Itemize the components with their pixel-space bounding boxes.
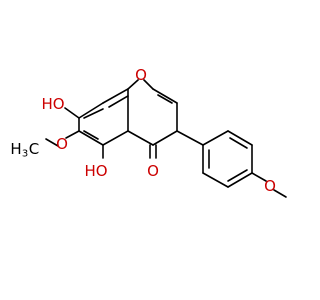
bond bbox=[202, 172, 229, 188]
atom-label-carbonyl-oxygen: O bbox=[147, 162, 159, 180]
bond bbox=[227, 130, 253, 146]
oh-top-text: HO bbox=[41, 95, 64, 113]
bond bbox=[64, 107, 80, 119]
bond bbox=[273, 189, 287, 198]
bond bbox=[143, 79, 154, 90]
atom-label-oh-bottom: HO bbox=[84, 162, 107, 180]
atom-label-methoxy-left-o: O bbox=[56, 135, 68, 153]
bond bbox=[102, 130, 129, 146]
bond bbox=[157, 94, 173, 104]
bond bbox=[152, 130, 178, 146]
bonds bbox=[45, 79, 287, 198]
atom-label-methoxy-left-h: H bbox=[10, 140, 21, 158]
bond bbox=[102, 88, 129, 104]
atom-labels: HO O H 3 C O HO O O bbox=[10, 66, 276, 195]
bond bbox=[176, 130, 204, 146]
bond bbox=[127, 79, 139, 90]
bond bbox=[251, 172, 267, 182]
bond bbox=[78, 102, 104, 119]
bond bbox=[152, 88, 178, 104]
bond bbox=[108, 95, 129, 108]
bond bbox=[65, 130, 80, 139]
atom-label-methoxy-right-o: O bbox=[264, 177, 276, 195]
bond bbox=[78, 130, 104, 146]
atom-label-oh-top: HO bbox=[41, 95, 64, 113]
bond bbox=[227, 172, 253, 188]
bond bbox=[202, 130, 229, 146]
atom-label-methoxy-left-sub: 3 bbox=[22, 149, 28, 160]
bond bbox=[45, 138, 59, 147]
atom-label-ring-oxygen: O bbox=[135, 66, 147, 84]
bond bbox=[227, 169, 248, 182]
molecule-structure-canvas: HO O H 3 C O HO O O bbox=[10, 66, 287, 198]
bond bbox=[229, 137, 248, 149]
atom-label-methoxy-left-c: C bbox=[29, 140, 39, 158]
bond bbox=[127, 130, 154, 146]
molecule-structure: HO O H 3 C O HO O O bbox=[10, 66, 287, 198]
bond bbox=[83, 130, 99, 140]
bond bbox=[83, 108, 104, 119]
